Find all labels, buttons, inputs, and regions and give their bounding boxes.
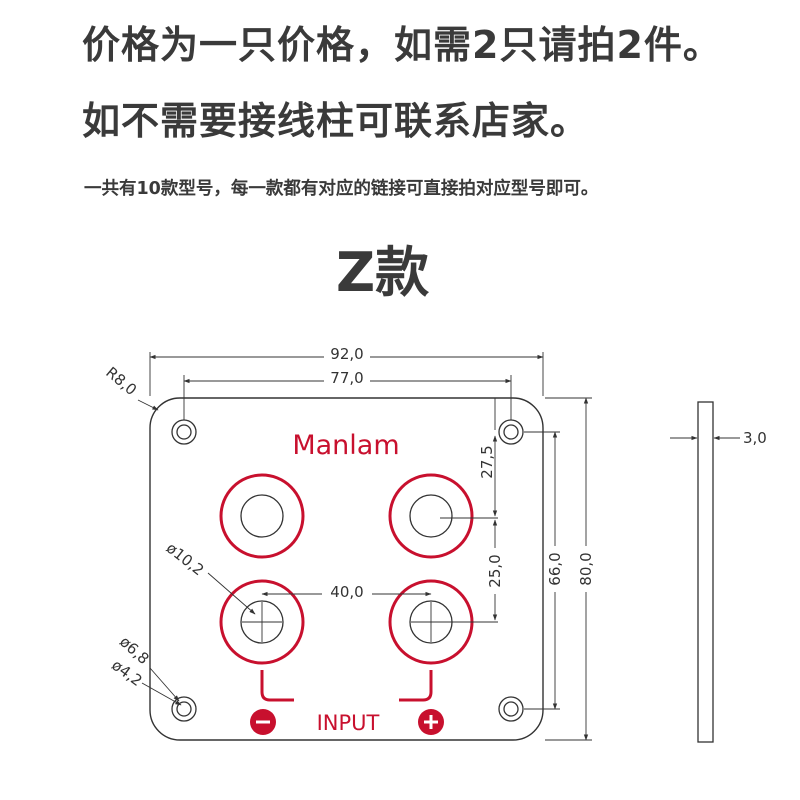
input-bracket-left — [260, 670, 294, 702]
minus-icon — [250, 709, 276, 735]
dim-overall-height-label: 80,0 — [577, 552, 595, 585]
input-bracket-right — [399, 670, 433, 702]
dim-bottom-hole-diameters: ø6,8 ø4,2 — [108, 633, 182, 706]
terminal-top-right — [388, 473, 474, 559]
mounting-hole-top-right — [498, 419, 524, 445]
dim-terminal-spacing: 40,0 — [261, 582, 432, 601]
dim-row-spacing-label: 25,0 — [486, 554, 504, 587]
dim-thickness-label: 3,0 — [743, 429, 767, 447]
terminal-top-left — [219, 473, 305, 559]
dim-overall-width-label: 92,0 — [330, 345, 363, 363]
price-note: 价格为一只价格，如需2只请拍2件。 — [82, 23, 722, 67]
plus-icon — [418, 709, 444, 735]
dim-hole-spacing-width-label: 77,0 — [330, 369, 363, 387]
dim-hole-spacing-height-label: 66,0 — [546, 552, 564, 585]
terminal-bottom-left — [219, 579, 305, 665]
dim-hole-spacing-width: 77,0 — [183, 369, 512, 420]
dim-top-offset-label: 27,5 — [478, 445, 496, 478]
dim-overall-height: 80,0 — [545, 397, 595, 741]
input-label: INPUT — [317, 711, 380, 735]
dim-thickness: 3,0 — [670, 429, 767, 447]
contact-note: 如不需要接线柱可联系店家。 — [82, 99, 590, 143]
mounting-hole-bottom-right — [498, 696, 524, 722]
dim-row-spacing: 25,0 — [440, 519, 504, 623]
dim-top-offset: 27,5 — [440, 398, 498, 519]
plate-outline — [149, 397, 544, 741]
brand-label: Manlam — [292, 430, 399, 461]
dim-overall-width: 92,0 — [149, 345, 544, 396]
dim-terminal-spacing-label: 40,0 — [330, 583, 363, 601]
dim-corner-radius-label: R8,0 — [102, 363, 140, 399]
side-view-plate — [697, 401, 714, 743]
dim-hole-spacing-height: 66,0 — [524, 431, 564, 710]
mounting-hole-bottom-left — [171, 696, 197, 722]
model-title: Z款 — [336, 241, 430, 304]
models-note: 一共有10款型号，每一款都有对应的链接可直接拍对应型号即可。 — [84, 179, 599, 199]
mounting-hole-top-left — [171, 419, 197, 445]
dim-terminal-hole-diameter-label: ø10,2 — [163, 539, 208, 579]
